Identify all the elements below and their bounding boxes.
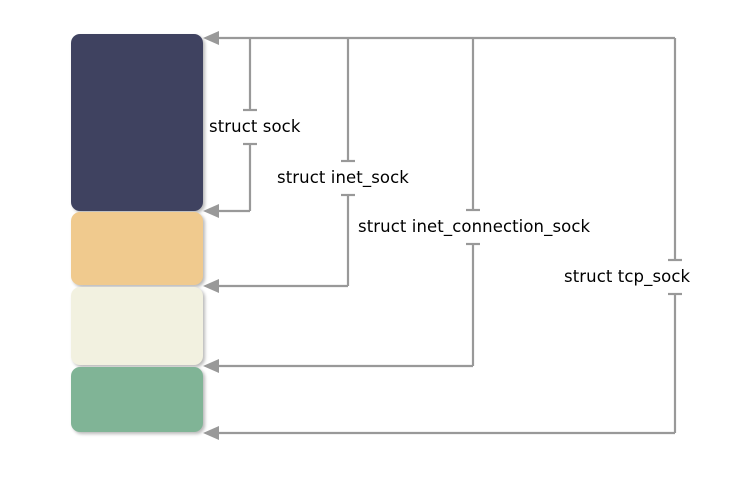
arrow-inet-icsk-boundary [203,279,348,293]
arrow-top-of-sock [203,31,675,45]
bracket-inet-connection-sock-stem [466,38,480,366]
arrow-icsk-tcp-boundary [203,359,473,373]
bracket-inet-sock-stem [341,38,355,286]
bracket-label-inet-sock: struct inet_sock [277,168,409,187]
inet-sock-block [71,212,203,285]
arrow-sock-inet-boundary-head [203,204,219,218]
arrow-inet-icsk-boundary-head [203,279,219,293]
inet-connection-sock-block [71,287,203,365]
arrow-icsk-tcp-boundary-head [203,359,219,373]
bracket-label-tcp-sock: struct tcp_sock [564,267,691,286]
bracket-label-inet-connection-sock: struct inet_connection_sock [358,217,591,236]
bracket-label-sock: struct sock [209,117,301,136]
bracket-sock-stem [243,38,257,211]
sock-block [71,34,203,211]
arrow-bottom-of-tcp [203,426,675,440]
arrow-top-of-sock-head [203,31,219,45]
arrow-bottom-of-tcp-head [203,426,219,440]
arrow-sock-inet-boundary [203,204,250,218]
tcp-sock-block [71,367,203,432]
bracket-tcp-sock-stem [668,38,682,433]
brackets-group [243,38,682,433]
arrows-group [203,31,675,440]
